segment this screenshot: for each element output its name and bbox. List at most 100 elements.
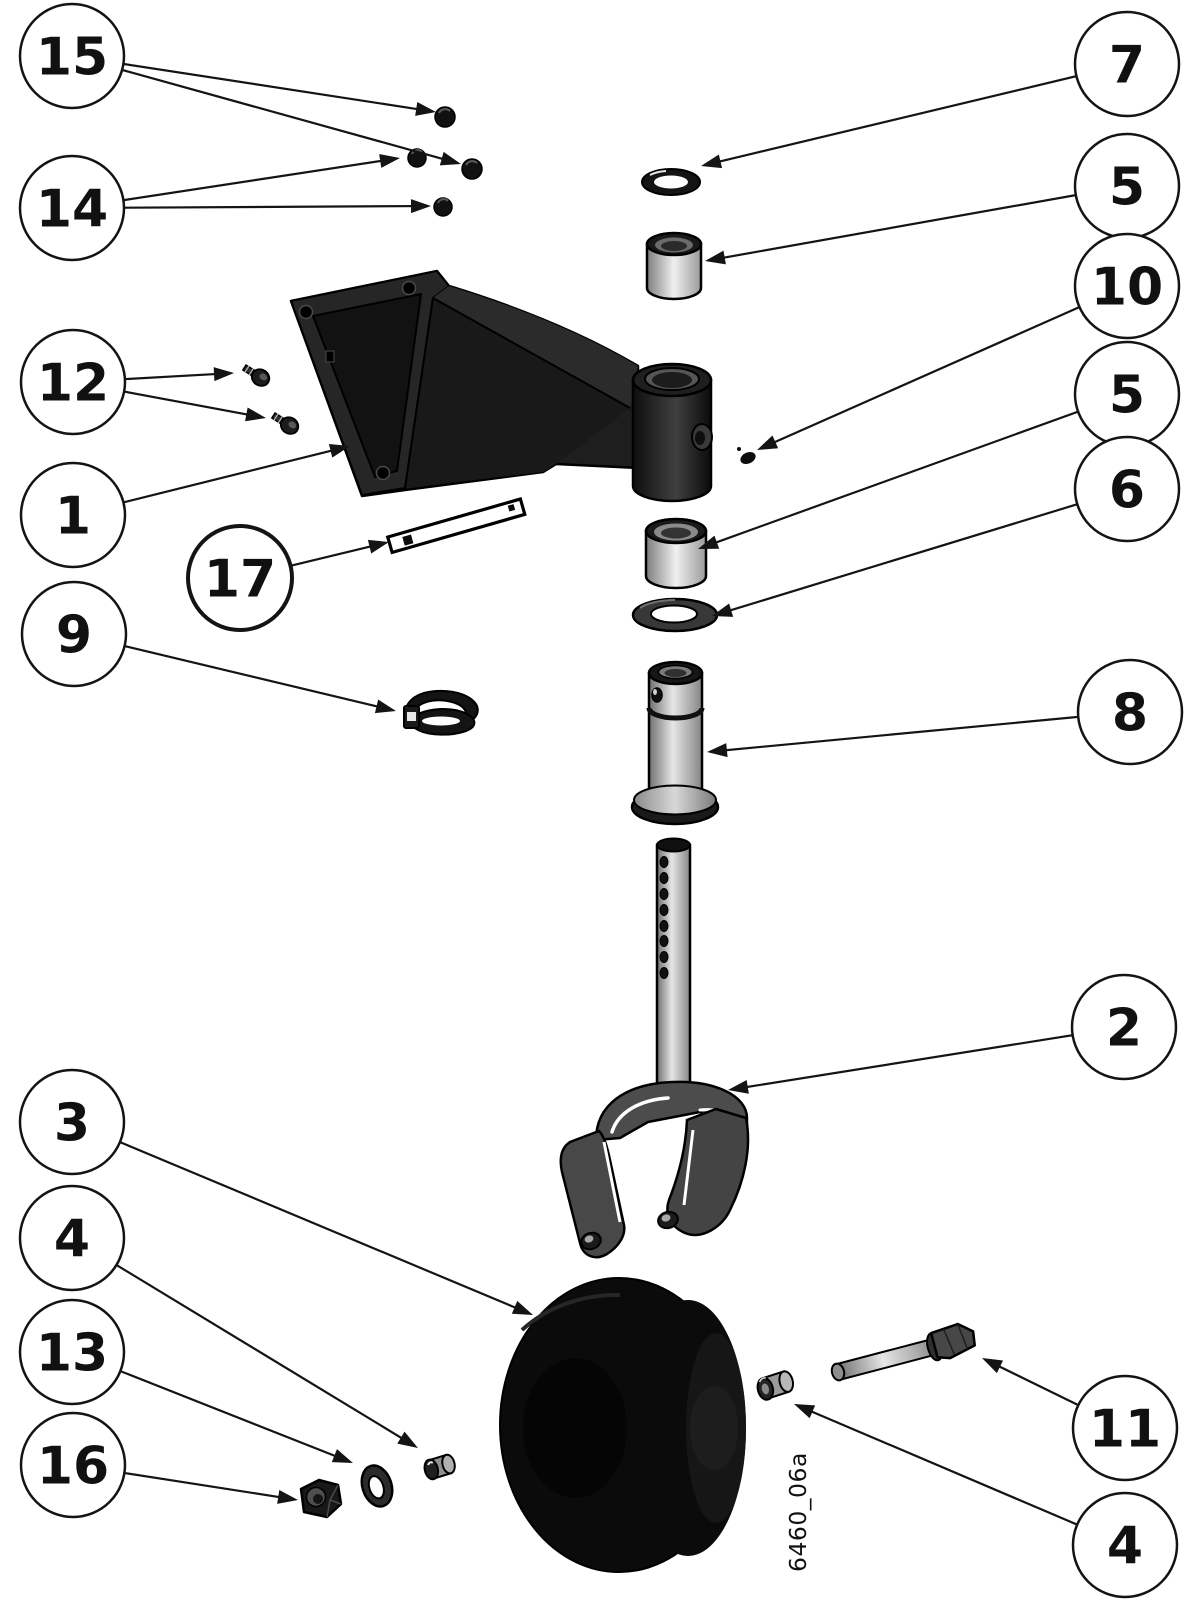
- fork-stem-shaft: [655, 837, 692, 1107]
- callout-balloon-9: [20, 580, 128, 688]
- callout-number-5a: 5: [1109, 158, 1145, 218]
- leader-arrowhead-9: [374, 699, 396, 714]
- leader-arrowhead-12: [213, 367, 234, 382]
- callout-balloon-11: [1071, 1374, 1179, 1482]
- callout-number-10: 10: [1091, 258, 1163, 318]
- callout-number-12: 12: [37, 354, 109, 414]
- bushing-5-lower: [644, 517, 708, 590]
- callout-balloon-15: [18, 2, 126, 110]
- leader-line-15: [71, 54, 425, 112]
- roll-pin-10: [737, 447, 756, 465]
- leader-line-14: [71, 158, 389, 210]
- callout-number-11: 11: [1089, 1400, 1161, 1460]
- bushing-5-upper: [645, 231, 703, 301]
- leader-line-10: [767, 284, 1128, 447]
- callout-number-1: 1: [55, 487, 91, 547]
- callout-balloon-16: [19, 1411, 127, 1519]
- leader-line-6: [723, 487, 1128, 614]
- callout-balloon-6: [1073, 435, 1181, 543]
- callout-balloon-17: [186, 524, 294, 632]
- leader-line-8: [718, 710, 1131, 752]
- leader-arrowhead-16: [277, 1490, 298, 1504]
- callout-balloon-1: [19, 461, 127, 569]
- pivot-pin-8: [630, 660, 720, 826]
- stem-adjustment-holes: [659, 856, 669, 979]
- spacer-4-left: [423, 1453, 456, 1481]
- axle-bolt-11: [830, 1322, 976, 1382]
- callout-number-17: 17: [204, 550, 276, 610]
- callout-balloon-8: [1076, 658, 1184, 766]
- leader-line-5a: [716, 184, 1128, 260]
- leader-arrowhead-17: [367, 539, 389, 554]
- leader-arrowhead-7: [701, 154, 723, 169]
- leader-line-2: [739, 1025, 1125, 1090]
- leader-line-7: [712, 62, 1128, 165]
- leader-arrowhead-1: [328, 444, 350, 458]
- retaining-ring-7: [641, 168, 701, 196]
- leader-arrowhead-15: [439, 151, 461, 166]
- callout-number-4a: 4: [54, 1210, 90, 1270]
- leader-line-5b: [708, 392, 1128, 546]
- leader-arrowhead-2: [728, 1079, 749, 1094]
- callout-balloon-13: [18, 1298, 126, 1406]
- screw-15-a: [434, 106, 456, 128]
- label-plate-17: [385, 497, 527, 555]
- leader-arrowhead-8: [707, 743, 728, 758]
- leader-arrowhead-3: [511, 1300, 533, 1315]
- bracket-hole: [375, 465, 391, 481]
- callout-number-16: 16: [37, 1437, 109, 1497]
- callout-balloon-10: [1073, 232, 1181, 340]
- wheel-3: [499, 1277, 746, 1573]
- callout-number-6: 6: [1109, 461, 1145, 521]
- leader-line-15: [71, 54, 450, 162]
- callout-balloon-4b: [1071, 1491, 1179, 1599]
- leader-line-3: [71, 1120, 523, 1312]
- callout-balloon-12: [19, 328, 127, 436]
- callout-balloon-14: [18, 154, 126, 262]
- callout-balloon-7: [1073, 10, 1181, 118]
- screw-14-b: [433, 197, 453, 217]
- retaining-clip-9: [403, 689, 479, 736]
- screw-15-b: [461, 158, 483, 180]
- leader-arrowhead-10: [757, 435, 779, 450]
- callout-number-2: 2: [1106, 999, 1142, 1059]
- leader-arrowhead-14: [410, 199, 431, 214]
- leader-arrowhead-5a: [705, 250, 726, 265]
- washer-13: [360, 1464, 394, 1508]
- callout-number-15: 15: [36, 28, 108, 88]
- bracket-hole: [298, 304, 314, 320]
- figure-code: 6460_06a: [784, 1452, 812, 1572]
- callout-number-3: 3: [54, 1094, 90, 1154]
- leader-line-14: [71, 204, 420, 210]
- mounting-bracket: [289, 269, 713, 503]
- callout-balloon-2: [1070, 973, 1178, 1081]
- leader-line-4a: [71, 1237, 409, 1443]
- leader-line-4b: [804, 1407, 1126, 1547]
- leader-arrowhead-6: [712, 603, 734, 617]
- caster-fork-2: [559, 1080, 750, 1259]
- callout-number-4b: 4: [1107, 1517, 1143, 1577]
- leader-arrowhead-13: [331, 1449, 353, 1463]
- callout-number-14: 14: [36, 180, 108, 240]
- leader-arrowhead-11: [982, 1358, 1004, 1374]
- lock-nut-16: [299, 1478, 343, 1519]
- leader-arrowhead-15: [415, 102, 436, 116]
- callout-number-9: 9: [56, 606, 92, 666]
- callout-number-13: 13: [36, 1324, 108, 1384]
- spacer-4-right: [756, 1370, 795, 1401]
- callout-number-7: 7: [1109, 36, 1145, 96]
- leader-arrowhead-5b: [698, 535, 720, 549]
- leader-arrowhead-4b: [794, 1404, 816, 1419]
- leader-arrowhead-14: [379, 154, 400, 168]
- callout-number-5b: 5: [1109, 366, 1145, 426]
- thrust-washer-6: [631, 597, 719, 633]
- callout-balloon-3: [18, 1068, 126, 1176]
- bracket-hole: [401, 280, 417, 296]
- leader-arrowhead-12: [245, 407, 266, 422]
- callout-balloon-4a: [18, 1184, 126, 1292]
- screw-12-a: [241, 363, 271, 387]
- callout-number-8: 8: [1112, 684, 1148, 744]
- fork-leg-right: [666, 1107, 750, 1236]
- leader-arrowhead-4a: [397, 1431, 418, 1448]
